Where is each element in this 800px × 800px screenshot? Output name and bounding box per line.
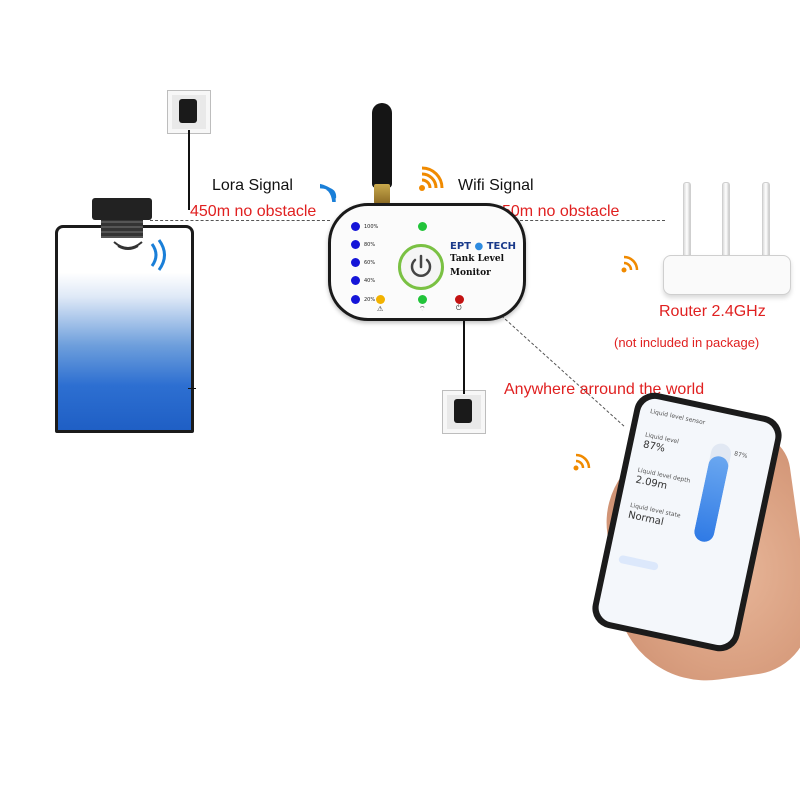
- power-icon: ⏻: [456, 305, 462, 313]
- router-label: Router 2.4GHz: [659, 303, 766, 321]
- level-led-40: [351, 276, 360, 285]
- wifi-distance-label: 50m no obstacle: [502, 203, 619, 221]
- power-led: [455, 295, 464, 304]
- tank-edge-mark: [188, 388, 196, 389]
- wifi-router: [663, 255, 791, 295]
- antenna: [372, 103, 392, 188]
- wifi-signal-label: Wifi Signal: [458, 177, 534, 195]
- wifi-wave-icon: [618, 250, 644, 276]
- wifi-icon: ⌔: [419, 305, 426, 314]
- power-icon: [401, 247, 441, 287]
- alarm-led: [376, 295, 385, 304]
- antenna-connector: [374, 184, 390, 204]
- power-button[interactable]: [398, 244, 444, 290]
- device-name-line1: Tank Level: [450, 254, 504, 264]
- level-gauge-fill: [692, 454, 730, 543]
- internet-link-line: [497, 312, 624, 426]
- level-label-60: 60%: [364, 260, 375, 266]
- lora-distance-label: 450m no obstacle: [190, 203, 316, 221]
- monitor-cable: [463, 316, 465, 394]
- sensor-cable: [188, 130, 190, 210]
- level-led-100: [351, 222, 360, 231]
- level-led-20: [351, 295, 360, 304]
- level-led-80: [351, 240, 360, 249]
- warning-icon: ⚠: [377, 305, 383, 313]
- lora-status-led: [418, 222, 427, 231]
- level-sensor: [92, 198, 152, 220]
- wifi-wave-icon: [414, 166, 446, 196]
- router-antenna-right: [762, 182, 770, 262]
- level-gauge: [692, 442, 732, 544]
- brand-logo: EPT ● TECH: [450, 241, 516, 252]
- phone-tab-bar[interactable]: [618, 555, 659, 571]
- level-label-80: 80%: [364, 242, 375, 248]
- wifi-wave-icon: [570, 448, 596, 474]
- level-label-100: 100%: [364, 224, 378, 230]
- lora-wave-icon: [146, 238, 174, 272]
- router-antenna-left: [683, 182, 691, 262]
- level-label-20: 20%: [364, 297, 375, 303]
- level-label-40: 40%: [364, 278, 375, 284]
- sensor-neck: [101, 218, 143, 238]
- wifi-status-led: [418, 295, 427, 304]
- router-antenna-middle: [722, 182, 730, 260]
- gauge-percent: 87%: [733, 450, 748, 460]
- wall-socket-top: [167, 90, 211, 134]
- router-note-label: (not included in package): [614, 335, 759, 350]
- device-name-line2: Monitor: [450, 268, 491, 278]
- phone-title: Liquid level sensor: [649, 408, 705, 427]
- sensor-ultrasonic-icon: [108, 240, 148, 260]
- lora-wave-icon: [320, 172, 354, 202]
- level-led-60: [351, 258, 360, 267]
- lora-signal-label: Lora Signal: [212, 177, 293, 195]
- wall-socket-bottom: [442, 390, 486, 434]
